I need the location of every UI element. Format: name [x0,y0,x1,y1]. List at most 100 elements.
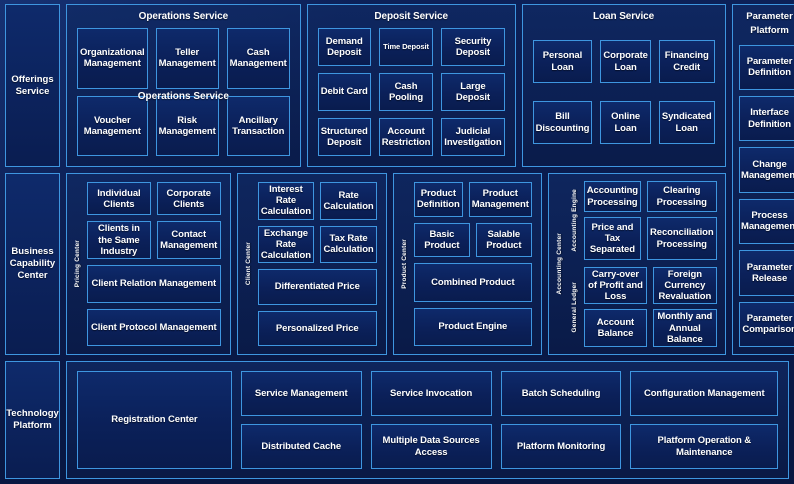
box-account-balance[interactable]: Account Balance [583,309,648,347]
box-service-management[interactable]: Service Management [240,371,362,416]
parameter-platform-title-line1: Parameter [746,11,793,22]
box-salable-product[interactable]: Salable Product [475,222,532,257]
box-ancillary-transaction[interactable]: Ancillary Transaction [226,95,290,156]
box-parameter-release[interactable]: Parameter Release [738,250,794,296]
box-carry-over-of-profit-and-loss[interactable]: Carry-over of Profit and Loss [583,266,648,305]
box-product-definition[interactable]: Product Definition [413,182,463,217]
box-individual-clients[interactable]: Individual Clients [87,182,151,216]
box-price-and-tax-separated[interactable]: Price and Tax Separated [583,217,642,260]
box-clients-in-the-same-industry[interactable]: Clients in the Same Industry [87,221,151,260]
box-structured-deposit[interactable]: Structured Deposit [317,118,371,156]
box-parameter-definition[interactable]: Parameter Definition [738,44,794,90]
box-product-engine[interactable]: Product Engine [413,307,532,346]
box-differentiated-price[interactable]: Differentiated Price [257,269,377,305]
group-title-loan-service: Loan Service [593,11,655,22]
box-combined-product[interactable]: Combined Product [413,263,532,302]
box-clearing-processing[interactable]: Clearing Processing [647,181,717,213]
group-deposit-service[interactable]: Deposit Service Demand Deposit Time Depo… [306,4,516,167]
client-center-row-1: Interest Rate Calculation Rate Calculati… [257,182,377,220]
box-financing-credit[interactable]: Financing Credit [658,40,715,83]
box-platform-monitoring[interactable]: Platform Monitoring [500,424,622,469]
box-registration-center[interactable]: Registration Center [77,371,232,469]
box-organizational-management[interactable]: Organizational Management [77,28,148,89]
box-service-invocation[interactable]: Service Invocation [370,371,492,416]
box-cash-pooling[interactable]: Cash Pooling [378,73,434,111]
box-corporate-clients[interactable]: Corporate Clients [156,182,221,216]
box-security-deposit[interactable]: Security Deposit [441,28,505,66]
box-accounting-processing[interactable]: Accounting Processing [583,181,642,213]
box-platform-operation-and-maintenance[interactable]: Platform Operation & Maintenance [630,424,778,469]
box-change-management[interactable]: Change Management [738,147,794,193]
box-monthly-and-annual-balance[interactable]: Monthly and Annual Balance [653,309,717,347]
box-cash-management[interactable]: Cash Management [226,28,290,89]
box-parameter-comparison[interactable]: Parameter Comparison [738,301,794,348]
box-client-relation-management[interactable]: Client Relation Management [87,265,221,303]
sidebar-item-technology-platform[interactable]: Technology Platform [5,361,60,479]
vertical-label-accounting-engine: Accounting Engine [570,189,578,252]
product-center-label-wrap: Product Center [398,178,411,350]
box-tax-rate-calculation[interactable]: Tax Rate Calculation [320,225,377,264]
tech-col-2: Service Invocation Multiple Data Sources… [370,371,492,469]
vertical-label-accounting-center: Accounting Center [555,233,563,295]
group-product-center[interactable]: Product Center Product Definition Produc… [392,173,542,355]
box-foreign-currency-revaluation[interactable]: Foreign Currency Revaluation [653,266,717,305]
accounting-engine-label-wrap: Accounting Engine [568,181,581,260]
box-voucher-management[interactable]: Voucher Management [77,95,148,156]
box-interest-rate-calculation[interactable]: Interest Rate Calculation [257,182,315,220]
box-judicial-investigation[interactable]: Judicial Investigation [441,118,505,156]
accounting-sections: Accounting Engine Accounting Processing … [566,178,721,350]
box-product-management[interactable]: Product Management [468,182,532,217]
product-center-row-1: Product Definition Product Management [413,182,532,217]
box-rate-calculation[interactable]: Rate Calculation [320,182,377,220]
box-time-deposit[interactable]: Time Deposit [378,28,434,66]
box-multiple-data-sources-access[interactable]: Multiple Data Sources Access [370,424,492,469]
box-interface-definition[interactable]: Interface Definition [738,95,794,142]
group-parameter-platform[interactable]: Parameter Platform Parameter Definition … [731,4,794,355]
capability-groups: Pricing Center Individual Clients Corpor… [66,173,726,355]
offerings-label-line1: Offerings [11,73,54,85]
general-ledger-items: Carry-over of Profit and Loss Foreign Cu… [583,266,717,347]
loan-service-items: Personal Loan Corporate Loan Financing C… [523,22,725,166]
box-debit-card[interactable]: Debit Card [317,73,371,111]
vertical-label-pricing-center: Pricing Center [74,240,81,288]
box-contact-management[interactable]: Contact Management [156,221,221,260]
product-center-body: Product Definition Product Management Ba… [411,178,537,350]
bcc-label-line1: Business [11,246,54,258]
parameter-platform-title: Parameter Platform [739,10,794,39]
business-capability-label: Business Capability Center [10,246,55,282]
box-teller-management[interactable]: Teller Management [155,28,219,89]
sidebar-item-offerings-service[interactable]: Offerings Service [5,4,60,167]
box-risk-management[interactable]: Risk Management [155,95,219,156]
box-large-deposit[interactable]: Large Deposit [441,73,505,111]
box-batch-scheduling[interactable]: Batch Scheduling [500,371,622,416]
box-demand-deposit[interactable]: Demand Deposit [317,28,371,66]
box-corporate-loan[interactable]: Corporate Loan [600,40,651,83]
group-title-operations-service: Operations Service [138,11,229,22]
sidebar-item-business-capability-center[interactable]: Business Capability Center [5,173,60,355]
group-pricing-center[interactable]: Pricing Center Individual Clients Corpor… [66,173,231,355]
group-accounting-center[interactable]: Accounting Center Accounting Engine Acco… [547,173,726,355]
group-loan-service[interactable]: Loan Service Personal Loan Corporate Loa… [521,4,726,167]
group-operations-service[interactable]: Operations Service Operations Service Or… [66,4,301,167]
box-reconciliation-processing[interactable]: Reconciliation Processing [647,217,717,260]
group-client-center[interactable]: Client Center Interest Rate Calculation … [236,173,387,355]
client-center-label-wrap: Client Center [242,178,255,350]
box-distributed-cache[interactable]: Distributed Cache [240,424,362,469]
box-account-restriction[interactable]: Account Restriction [378,118,434,156]
box-exchange-rate-calculation[interactable]: Exchange Rate Calculation [257,225,315,264]
box-personalized-price[interactable]: Personalized Price [257,310,377,346]
vertical-label-product-center: Product Center [400,239,408,289]
offerings-service-label: Offerings Service [11,74,53,98]
box-basic-product[interactable]: Basic Product [413,222,470,257]
client-center-body: Interest Rate Calculation Rate Calculati… [255,178,382,350]
box-configuration-management[interactable]: Configuration Management [630,371,778,416]
group-technology-platform[interactable]: Registration Center Service Management D… [66,361,789,479]
box-bill-discounting[interactable]: Bill Discounting [532,101,593,144]
box-process-management[interactable]: Process Management [738,198,794,245]
box-client-protocol-management[interactable]: Client Protocol Management [87,308,221,347]
box-online-loan[interactable]: Online Loan [600,101,651,144]
general-ledger-label-wrap: General Ledger [568,267,581,347]
technology-platform-label: Technology Platform [6,408,59,432]
box-personal-loan[interactable]: Personal Loan [532,40,593,83]
box-syndicated-loan[interactable]: Syndicated Loan [658,101,715,144]
